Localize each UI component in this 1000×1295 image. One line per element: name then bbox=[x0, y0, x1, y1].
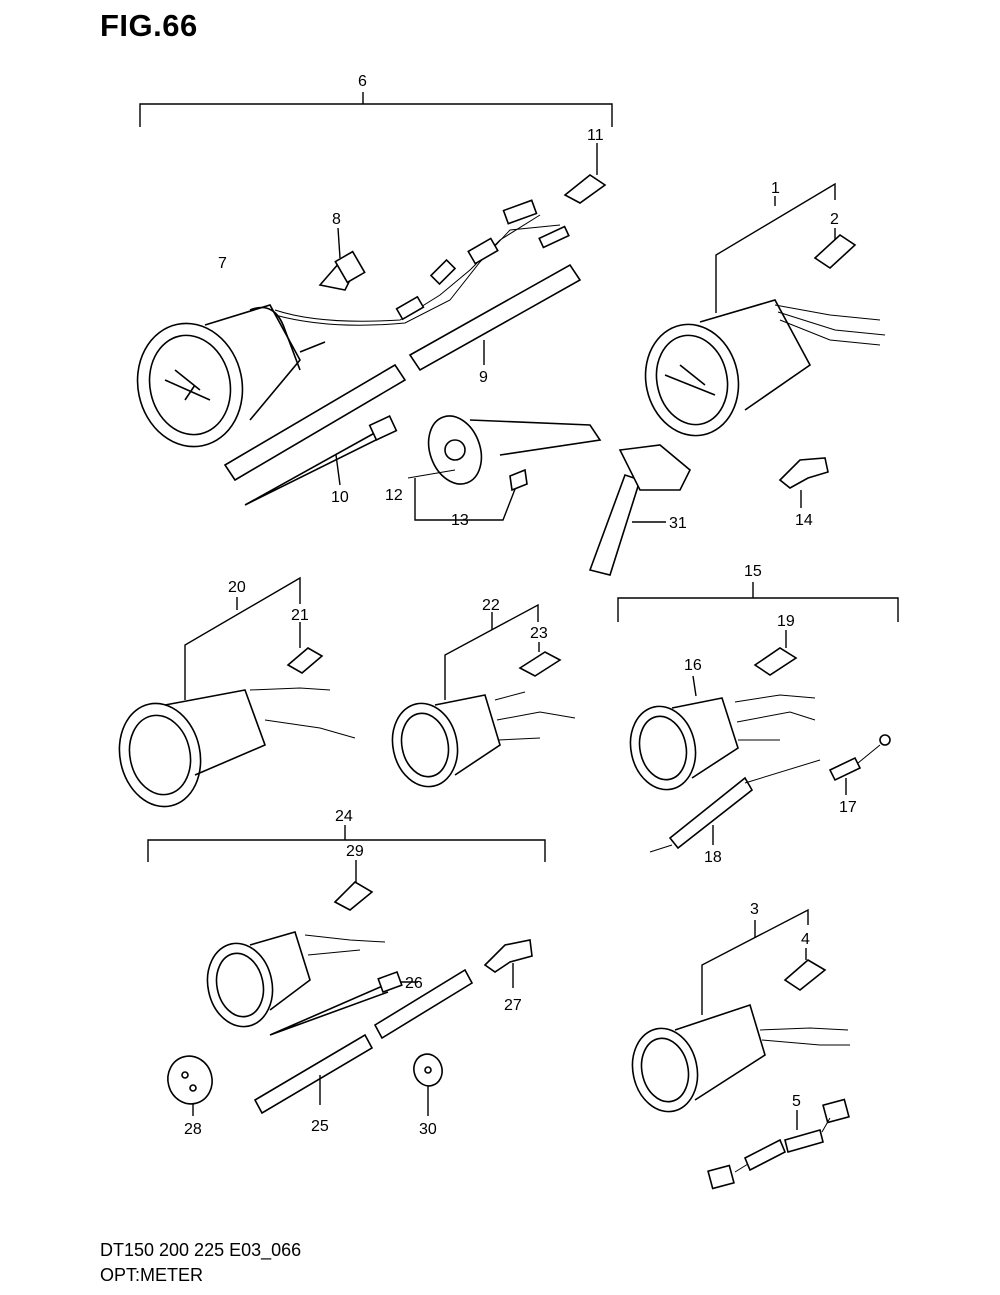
callout-27: 27 bbox=[504, 997, 522, 1014]
callout-14: 14 bbox=[795, 512, 813, 529]
bracket-20 bbox=[184, 576, 301, 700]
connector-part-14 bbox=[778, 457, 829, 508]
callout-17: 17 bbox=[839, 799, 857, 816]
bracket-24 bbox=[147, 825, 546, 862]
callout-5: 5 bbox=[792, 1093, 801, 1110]
section-name: OPT:METER bbox=[100, 1265, 204, 1285]
callouts: 1 2 3 4 5 6 7 8 9 10 11 12 13 14 15 16 1… bbox=[184, 73, 857, 1138]
callout-23: 23 bbox=[530, 625, 548, 642]
bulb-part-8 bbox=[318, 227, 366, 291]
gauge-part-24 bbox=[206, 931, 386, 1028]
wire-part-17 bbox=[828, 734, 891, 795]
callout-21: 21 bbox=[291, 607, 309, 624]
callout-19: 19 bbox=[777, 613, 795, 630]
callout-26: 26 bbox=[405, 975, 423, 992]
bracket-1 bbox=[715, 182, 836, 313]
callout-4: 4 bbox=[801, 931, 810, 948]
harness-part-5 bbox=[707, 1098, 850, 1190]
callout-18: 18 bbox=[704, 849, 722, 866]
bulb-part-19 bbox=[753, 630, 798, 676]
gauge-part-20 bbox=[118, 687, 356, 808]
callout-25: 25 bbox=[311, 1118, 329, 1135]
sender-part-31 bbox=[588, 444, 691, 576]
callout-29: 29 bbox=[346, 843, 364, 860]
tube-part-9 bbox=[223, 263, 582, 482]
cap-part-30 bbox=[413, 1053, 443, 1116]
callout-1: 1 bbox=[771, 180, 780, 197]
gauge-part-16 bbox=[629, 675, 816, 791]
footer: DT150 200 225 E03_066 OPT:METER bbox=[100, 1238, 301, 1288]
bracket-part-12 bbox=[407, 415, 602, 521]
bracket-3 bbox=[701, 908, 809, 1015]
callout-2: 2 bbox=[830, 211, 839, 228]
bulb-part-4 bbox=[783, 948, 827, 991]
cap-part-28 bbox=[167, 1055, 213, 1116]
callout-6: 6 bbox=[358, 73, 367, 90]
callout-7: 7 bbox=[218, 255, 227, 272]
gauge-part-3 bbox=[631, 1003, 850, 1113]
connector-part-27 bbox=[483, 939, 533, 988]
figure-title: FIG.66 bbox=[100, 8, 198, 43]
callout-30: 30 bbox=[419, 1121, 437, 1138]
gauge-part-22 bbox=[391, 691, 576, 788]
callout-22: 22 bbox=[482, 597, 500, 614]
bulb-part-29 bbox=[333, 860, 374, 911]
callout-16: 16 bbox=[684, 657, 702, 674]
bulb-part-2 bbox=[813, 228, 857, 270]
callout-9: 9 bbox=[479, 369, 488, 386]
tie-part-26 bbox=[269, 970, 418, 1036]
bracket-22 bbox=[444, 603, 539, 700]
model-code: DT150 200 225 E03_066 bbox=[100, 1240, 302, 1260]
callout-3: 3 bbox=[750, 901, 759, 918]
bracket-6 bbox=[139, 92, 613, 127]
callout-31: 31 bbox=[669, 515, 687, 532]
bulb-part-23 bbox=[518, 642, 562, 677]
tube-part-25 bbox=[253, 968, 474, 1115]
gauge-part-1 bbox=[644, 299, 886, 437]
bulb-part-21 bbox=[286, 622, 324, 674]
wire-part-18 bbox=[649, 759, 821, 853]
callout-11: 11 bbox=[587, 127, 604, 144]
callout-20: 20 bbox=[228, 579, 246, 596]
callout-12: 12 bbox=[385, 487, 403, 504]
bracket-15 bbox=[617, 582, 899, 622]
callout-10: 10 bbox=[331, 489, 349, 506]
plug-part-11 bbox=[563, 143, 607, 204]
callout-13: 13 bbox=[451, 512, 469, 529]
callout-28: 28 bbox=[184, 1121, 202, 1138]
callout-15: 15 bbox=[744, 563, 762, 580]
tie-part-10 bbox=[244, 415, 398, 506]
gauge-part-7 bbox=[136, 199, 570, 448]
callout-8: 8 bbox=[332, 211, 341, 228]
callout-24: 24 bbox=[335, 808, 353, 825]
